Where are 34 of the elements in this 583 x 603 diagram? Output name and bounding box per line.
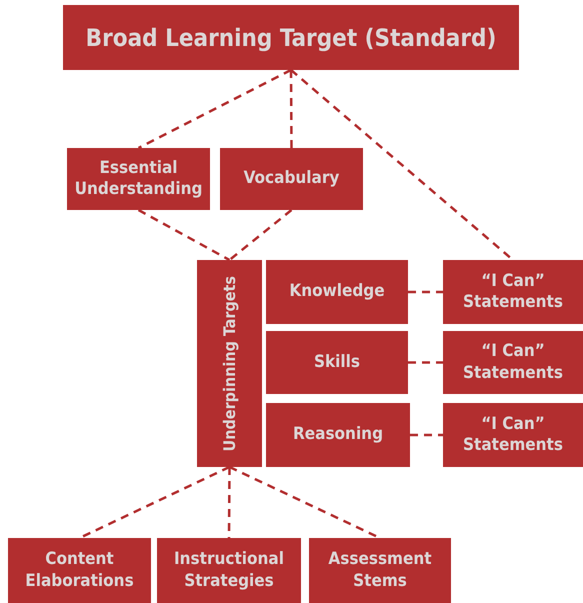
dashed-connector <box>228 467 231 538</box>
target-box <box>63 5 519 70</box>
concept-box <box>220 148 363 210</box>
box-label: “I Can” Statements <box>462 341 564 384</box>
concept-box <box>266 260 408 324</box>
box-label: “I Can” Statements <box>462 270 564 314</box>
box-label: Skills <box>314 352 360 374</box>
box-label: Assessment Stems <box>327 549 433 592</box>
box-label: Underpinning Targets <box>220 276 240 452</box>
box-label: Broad Learning Target (Standard) <box>86 22 496 52</box>
concept-box <box>443 403 583 467</box>
dashed-connector <box>138 68 292 150</box>
box-label: Vocabulary <box>244 168 340 190</box>
box-label: Content Elaborations <box>24 549 135 592</box>
concept-box <box>443 331 583 394</box>
dashed-connector <box>138 208 230 262</box>
box-label: Instructional Strategies <box>172 549 285 592</box>
dashed-connector <box>408 361 443 364</box>
concept-box <box>266 331 408 394</box>
box-label: Essential Understanding <box>74 158 204 200</box>
dashed-connector <box>228 209 292 261</box>
dashed-connector <box>410 434 443 436</box>
vertical-box <box>197 260 262 467</box>
concept-box <box>157 538 301 603</box>
concept-box <box>309 538 451 603</box>
concept-box <box>67 148 210 210</box>
concept-box <box>266 403 410 467</box>
box-label: “I Can” Statements <box>462 414 564 456</box>
box-label: Knowledge <box>289 281 385 303</box>
box-label: Reasoning <box>292 424 384 446</box>
concept-box <box>8 538 151 603</box>
concept-box <box>443 260 583 324</box>
dashed-connector <box>408 290 443 294</box>
dashed-connector <box>290 70 293 148</box>
